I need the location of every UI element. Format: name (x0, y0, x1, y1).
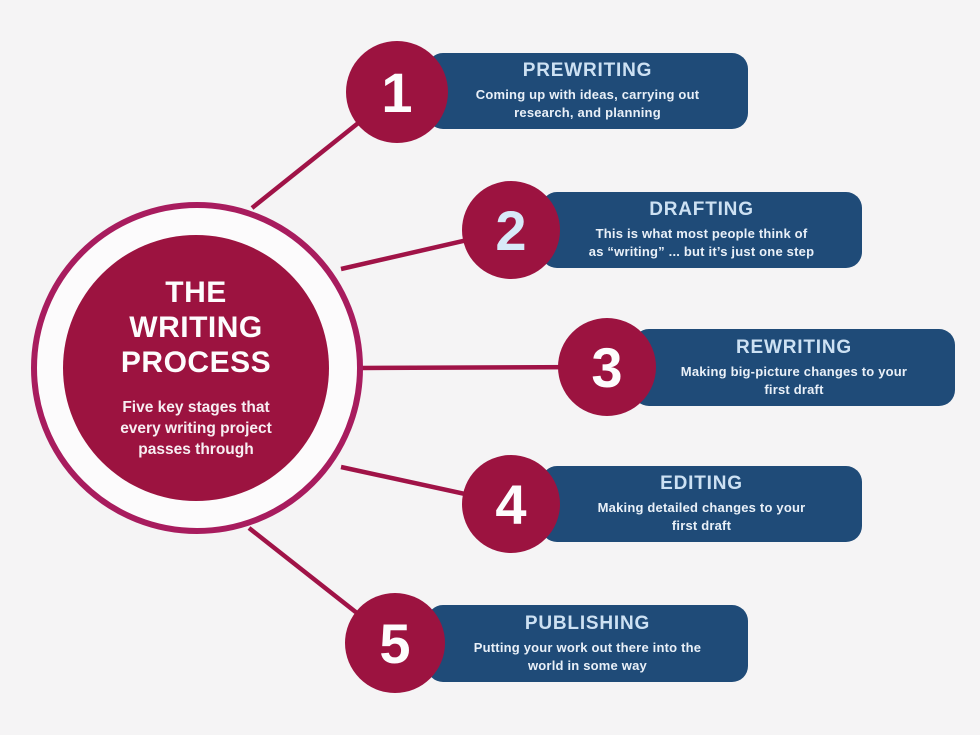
stage-3-description-line-1: Making big-picture changes to your (680, 363, 908, 379)
stage-2-number: 2 (495, 198, 527, 262)
stage-4-number-badge: 4 (462, 455, 560, 553)
stage-1-description-line-1: Coming up with ideas, carrying out (475, 87, 700, 103)
stage-1-number-badge: 1 (346, 41, 448, 143)
stage-4-card: EDITING Making detailed changes to your … (541, 466, 862, 542)
stage-1-number: 1 (381, 60, 413, 124)
stage-5-description-line-2: world in some way (527, 657, 647, 673)
stage-3-description: Making big-picture changes to your first… (681, 363, 907, 398)
stage-5-title: PUBLISHING (524, 612, 651, 634)
stage-5-card: PUBLISHING Putting your work out there i… (427, 605, 748, 682)
stage-3-description-line-2: first draft (764, 381, 824, 397)
stage-5-number-badge: 5 (345, 593, 445, 693)
stage-4-description-line-2: first draft (671, 518, 732, 533)
stage-2-card: DRAFTING This is what most people think … (541, 192, 862, 268)
diagram-subtitle: Five key stages that every writing proje… (120, 398, 272, 459)
hub-text-block: THE WRITING PROCESS Five key stages that… (76, 248, 316, 488)
stage-1-description: Coming up with ideas, carrying out resea… (476, 86, 699, 121)
stage-5-description: Putting your work out there into the wor… (474, 639, 701, 674)
stage-3-number-badge: 3 (558, 318, 656, 416)
stage-3-card: REWRITING Making big-picture changes to … (633, 329, 955, 406)
stage-2-description-line-1: This is what most people think of (595, 226, 808, 242)
stage-5-description-line-1: Putting your work out there into the (473, 639, 702, 655)
stage-4-title: EDITING (660, 473, 743, 495)
stage-2-description: This is what most people think of as “wr… (589, 225, 814, 260)
stage-3-number: 3 (591, 335, 623, 399)
stage-2-title: DRAFTING (649, 199, 754, 221)
stage-1-description-line-2: research, and planning (514, 105, 661, 120)
stage-5-number: 5 (379, 611, 411, 675)
stage-3-title: REWRITING (736, 336, 852, 358)
stage-1-card: PREWRITING Coming up with ideas, carryin… (427, 53, 748, 129)
stage-4-number: 4 (495, 472, 527, 536)
stage-2-number-badge: 2 (462, 181, 560, 279)
stage-4-description: Making detailed changes to your first dr… (598, 499, 806, 534)
stage-4-description-line-1: Making detailed changes to your (597, 500, 806, 516)
stage-1-title: PREWRITING (522, 60, 653, 82)
hub-inner-circle (63, 235, 329, 501)
diagram-title: THE WRITING PROCESS (120, 276, 272, 380)
stage-2-description-line-2: as “writing” ... but it’s just one step (588, 244, 815, 259)
